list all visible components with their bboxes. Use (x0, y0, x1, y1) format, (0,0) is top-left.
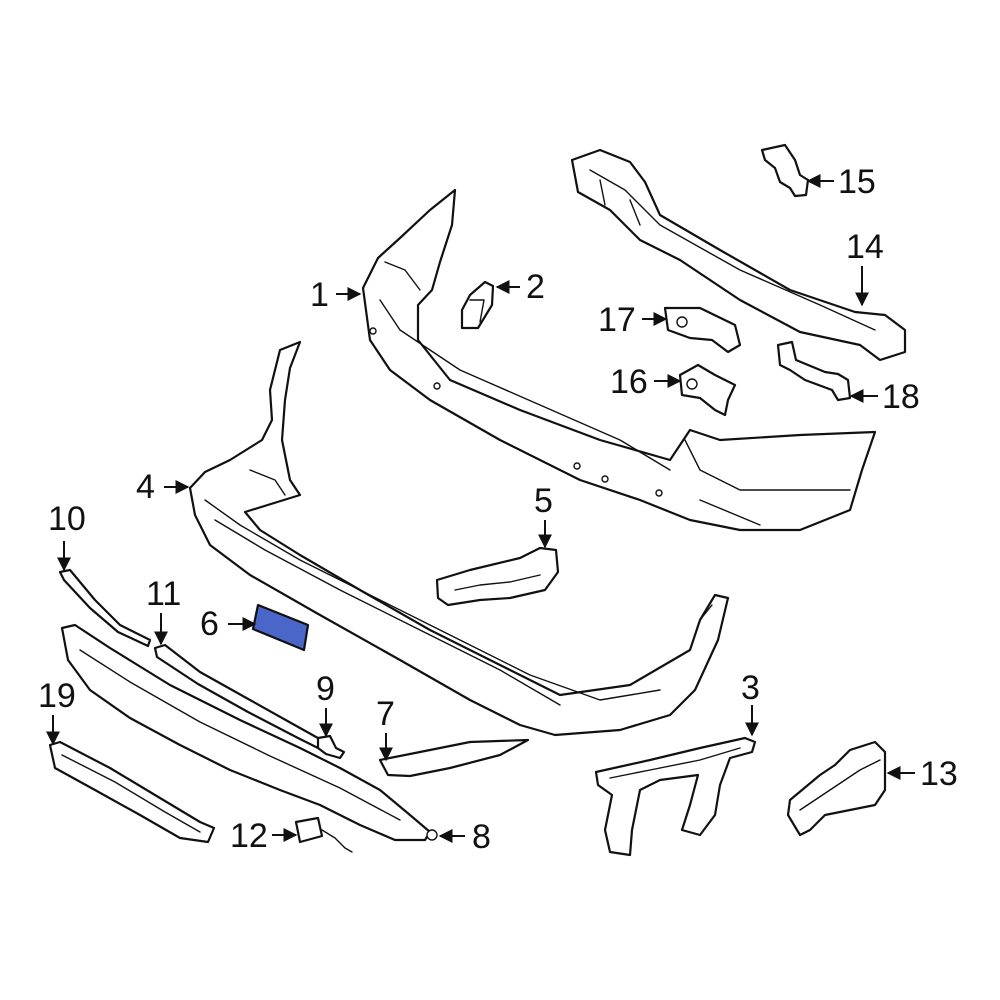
part-18-bracket[interactable] (776, 340, 852, 402)
part-7-reflector-trim[interactable] (378, 738, 530, 778)
callout-4: 4 (136, 468, 155, 506)
part-2-bracket[interactable] (460, 280, 495, 330)
part-16-bracket[interactable] (678, 363, 737, 417)
callout-9: 9 (316, 670, 335, 708)
callout-3: 3 (741, 669, 760, 707)
callout-11: 11 (146, 575, 181, 613)
part-10-trim-strip[interactable] (58, 568, 152, 648)
callout-5: 5 (534, 482, 553, 520)
part-13-side-absorber[interactable] (786, 740, 887, 837)
part-12-sensor[interactable] (294, 816, 353, 853)
callout-7: 7 (376, 695, 395, 733)
callout-19: 19 (38, 677, 76, 715)
part-1-bumper-cover[interactable] (361, 188, 877, 532)
callout-14: 14 (846, 228, 884, 266)
part-17-bracket[interactable] (663, 306, 742, 354)
part-6-highlighted-plate[interactable] (251, 603, 310, 652)
part-19-lower-garnish[interactable] (48, 740, 216, 844)
part-5-side-bracket[interactable] (435, 546, 560, 607)
callout-2: 2 (526, 268, 545, 306)
part-4-lower-bumper[interactable] (188, 340, 730, 737)
callout-8: 8 (472, 818, 491, 856)
callout-18: 18 (882, 378, 920, 416)
part-8-skid-plate[interactable] (60, 623, 438, 842)
callout-1: 1 (310, 276, 329, 314)
callout-16: 16 (610, 363, 648, 401)
part-9-connector[interactable] (316, 734, 346, 760)
part-15-clip[interactable] (760, 143, 810, 198)
callout-10: 10 (48, 500, 86, 538)
callout-6: 6 (200, 605, 219, 643)
part-14-reinforcement-beam[interactable] (570, 148, 907, 362)
part-3-mounting-bracket[interactable] (594, 736, 757, 857)
callout-13: 13 (920, 755, 958, 793)
callout-15: 15 (838, 163, 876, 201)
callout-17: 17 (598, 301, 636, 339)
callout-12: 12 (230, 817, 268, 855)
